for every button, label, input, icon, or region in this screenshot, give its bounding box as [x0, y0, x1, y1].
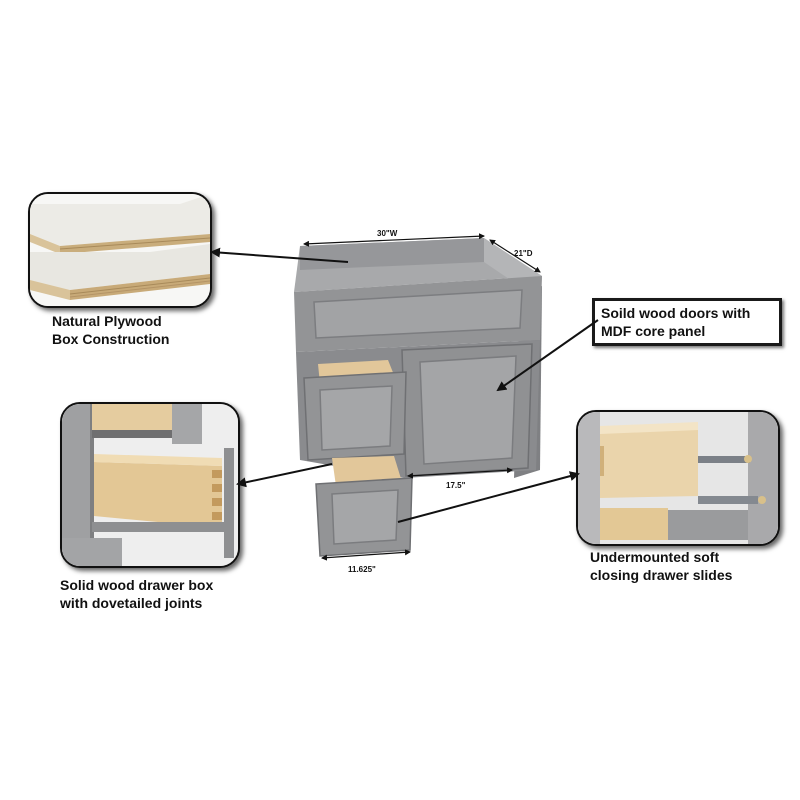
- width-dimension-line: [303, 233, 485, 247]
- drawer-dimension-label: 11.625": [348, 565, 376, 574]
- drawer-box-label: Solid wood drawer box with dovetailed jo…: [60, 576, 213, 612]
- undermount-slides-image: [578, 412, 778, 544]
- doors-label-line2: MDF core panel: [601, 323, 706, 339]
- drawer-slides-photo: [576, 410, 780, 546]
- doors-label-line1: Soild wood doors with: [601, 305, 751, 321]
- slides-label-line2: closing drawer slides: [590, 567, 733, 583]
- slides-label: Undermounted soft closing drawer slides: [590, 548, 732, 584]
- dovetail-drawer-image: [62, 404, 238, 566]
- door-dimension-label: 17.5": [446, 481, 466, 490]
- plywood-label: Natural Plywood Box Construction: [52, 312, 169, 348]
- lower-drawer-panel: [331, 489, 399, 545]
- lower-drawer-box: [332, 456, 402, 486]
- top-rail-panel: [313, 289, 523, 339]
- plywood-photo: [28, 192, 212, 308]
- drawer-box-label-line2: with dovetailed joints: [60, 595, 203, 611]
- slides-label-line1: Undermounted soft: [590, 549, 720, 565]
- plywood-sheets-image: [30, 194, 210, 306]
- doors-arrow: [496, 319, 599, 392]
- depth-dimension-label: 21"D: [514, 249, 533, 258]
- drawer-dimension-line: [321, 549, 411, 561]
- upper-drawer-panel: [319, 385, 393, 451]
- plywood-label-line1: Natural Plywood: [52, 313, 162, 329]
- door-panel: [419, 355, 517, 465]
- door-dimension-line: [407, 467, 513, 479]
- drawer-box-label-line1: Solid wood drawer box: [60, 577, 214, 593]
- plywood-arrow: [210, 247, 349, 263]
- slides-arrow: [397, 471, 580, 523]
- width-dimension-label: 30"W: [377, 229, 398, 238]
- doors-label: Soild wood doors with MDF core panel: [592, 298, 782, 346]
- drawer-box-arrow: [236, 463, 333, 488]
- plywood-label-line2: Box Construction: [52, 331, 170, 347]
- depth-dimension-line: [489, 239, 541, 273]
